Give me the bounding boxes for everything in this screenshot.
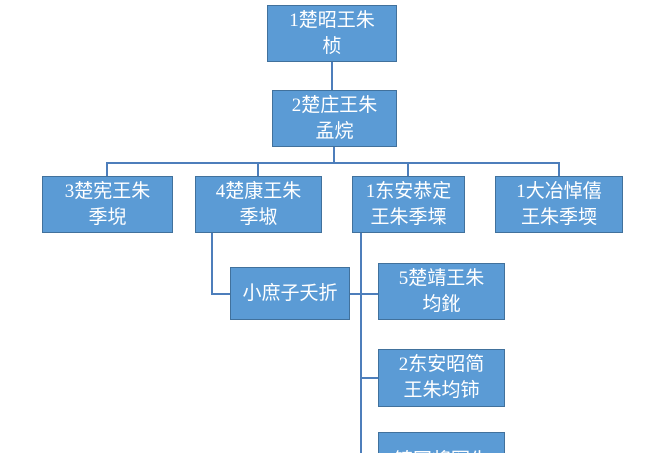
connector-drop-chu-kang-wang [257, 162, 259, 176]
node-chu-xian-wang-zhu-jini[interactable]: 3楚宪王朱 季堄 [42, 176, 173, 233]
connector-kang-to-shuzi-horizontal [211, 293, 230, 295]
connector-drop-chu-xian-wang [106, 162, 108, 176]
node-chu-jing-wang-zhu-june[interactable]: 5楚靖王朱 均鈋 [378, 263, 505, 320]
node-dongan-zhaojian-wang-zhu-junshi[interactable]: 2东安昭简 王朱均铈 [378, 349, 505, 407]
connector-generation3-bus [106, 162, 560, 164]
node-zhenguo-jiangjun-partial[interactable]: 镇国将军朱 [378, 432, 505, 453]
node-chu-zhuang-wang-zhu-mengwan[interactable]: 2楚庄王朱 孟烷 [272, 90, 397, 147]
node-dongan-gongding-wang-zhu-jili[interactable]: 1东安恭定 王朱季塛 [352, 176, 465, 233]
connector-drop-dongan-gongding [407, 162, 409, 176]
connector-dongan-descendants-vertical [360, 233, 362, 453]
node-xiao-shuzi-died-young[interactable]: 小庶子夭折 [230, 267, 350, 320]
connector-kang-to-shuzi-vertical [211, 233, 213, 295]
connector-stub-chu-jing-wang [350, 293, 378, 295]
connector-stub-dongan-zhaojian [360, 377, 378, 379]
connector-zhen-to-mengwan [331, 62, 333, 90]
node-chu-zhao-wang-zhu-zhen[interactable]: 1楚昭王朱 桢 [267, 5, 397, 62]
connector-drop-daye-daoxi [558, 162, 560, 176]
node-chu-kang-wang-zhu-jichu[interactable]: 4楚康王朱 季埱 [195, 176, 322, 233]
node-daye-daoxi-wang-zhu-jiruan[interactable]: 1大冶悼僖 王朱季堧 [495, 176, 623, 233]
connector-mengwan-riser [333, 147, 335, 162]
